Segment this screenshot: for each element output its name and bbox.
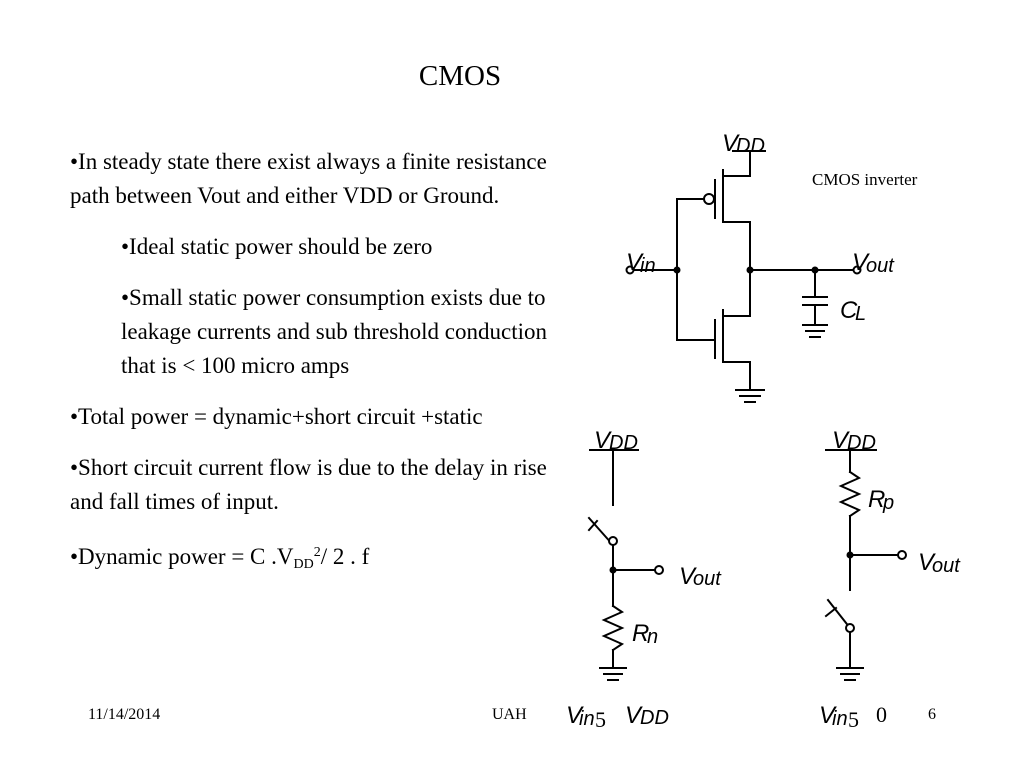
svg-text:V: V xyxy=(722,130,740,157)
svg-text:V: V xyxy=(594,427,612,454)
svg-text:V: V xyxy=(566,702,584,729)
dynamic-power-subscript: DD xyxy=(293,557,314,572)
svg-text:5: 5 xyxy=(848,707,859,732)
dynamic-power-prefix: •Dynamic power = C .V xyxy=(70,544,294,569)
bullet-dynamic-power: •Dynamic power = C .VDD2/ 2 . f xyxy=(70,536,560,582)
svg-text:V: V xyxy=(918,549,936,576)
bullet-small-static-power: •Small static power consumption exists d… xyxy=(121,285,548,378)
svg-text:DD: DD xyxy=(640,707,669,729)
vout-terminal xyxy=(852,265,862,275)
svg-text:L: L xyxy=(855,303,866,325)
label-rn: R n xyxy=(632,620,658,648)
vin-terminal xyxy=(625,265,635,275)
svg-text:0: 0 xyxy=(876,702,887,727)
nmos-transistor xyxy=(676,309,751,363)
bullet-short-circuit: •Short circuit current flow is due to th… xyxy=(70,455,547,514)
label-rp: R p xyxy=(868,486,894,514)
label-vin-eq-zero: V in 5 0 xyxy=(819,702,887,732)
slide-title: CMOS xyxy=(418,60,502,92)
svg-text:in: in xyxy=(832,708,848,730)
svg-text:n: n xyxy=(647,626,658,648)
footer-date: 11/14/2014 xyxy=(88,706,161,723)
svg-text:in: in xyxy=(579,708,595,730)
label-vdd-right: V DD xyxy=(832,427,876,454)
svg-text:p: p xyxy=(882,492,894,514)
svg-text:V: V xyxy=(852,249,870,276)
label-vout-left: V out xyxy=(679,563,722,590)
label-vdd-left: V DD xyxy=(594,427,638,454)
svg-text:R: R xyxy=(868,486,885,513)
svg-text:R: R xyxy=(632,620,649,647)
label-vdd-top: V DD xyxy=(722,130,765,157)
svg-text:out: out xyxy=(932,555,961,577)
pullup-equivalent-circuit xyxy=(824,449,907,681)
dynamic-power-superscript: 2 xyxy=(313,545,321,560)
bullet-ideal-static-power: •Ideal static power should be zero xyxy=(121,234,433,259)
label-vin-eq-vdd: V in 5 V DD xyxy=(566,702,669,732)
bullet-steady-state: •In steady state there exist always a fi… xyxy=(70,149,547,208)
cmos-inverter-schematic xyxy=(632,150,854,403)
label-vout-right: V out xyxy=(918,549,961,577)
svg-text:C: C xyxy=(840,297,858,324)
cmos-inverter-caption: CMOS inverter xyxy=(812,170,918,189)
svg-text:V: V xyxy=(679,563,697,590)
svg-text:V: V xyxy=(832,427,850,454)
svg-text:in: in xyxy=(640,255,656,277)
bullet-list: •In steady state there exist always a fi… xyxy=(70,145,560,599)
svg-text:5: 5 xyxy=(595,707,606,732)
footer-org: UAH xyxy=(492,706,527,723)
label-vout: V out xyxy=(852,249,895,277)
svg-text:out: out xyxy=(693,568,722,590)
svg-text:V: V xyxy=(819,702,837,729)
svg-text:DD: DD xyxy=(847,432,876,454)
load-capacitor xyxy=(802,269,828,338)
footer-page-number: 6 xyxy=(928,706,936,723)
pulldown-equivalent-circuit xyxy=(587,449,664,681)
dynamic-power-suffix: / 2 . f xyxy=(320,544,370,569)
bullet-total-power: •Total power = dynamic+short circuit +st… xyxy=(70,404,483,429)
label-cl: C L xyxy=(840,297,866,325)
pmos-transistor xyxy=(676,169,751,223)
svg-text:DD: DD xyxy=(736,135,765,157)
svg-text:out: out xyxy=(866,255,895,277)
svg-text:V: V xyxy=(625,702,643,729)
svg-text:V: V xyxy=(626,249,644,276)
svg-text:DD: DD xyxy=(609,432,638,454)
label-vin: V in xyxy=(626,249,656,277)
